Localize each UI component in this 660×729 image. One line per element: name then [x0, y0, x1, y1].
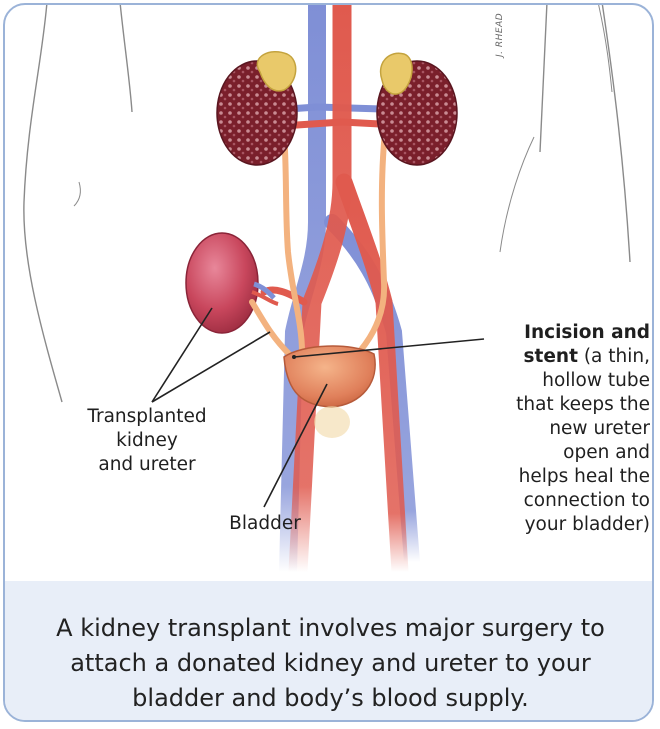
incision-stent-label: Incision and stent (a thin, hollow tube … [460, 321, 650, 537]
bladder-label: Bladder [210, 512, 320, 536]
artist-signature: J. RHEAD [495, 13, 505, 57]
incision-stent-title-line2: stent [524, 346, 578, 367]
anatomy-illustration: Transplanted kidney and ureter Bladder I… [5, 5, 654, 581]
caption-text: A kidney transplant involves major surge… [45, 611, 616, 716]
caption-band: A kidney transplant involves major surge… [5, 581, 654, 722]
transplanted-kidney-label: Transplanted kidney and ureter [57, 405, 237, 477]
incision-stent-title-line1: Incision and [524, 322, 650, 343]
native-kidney-left [377, 53, 457, 165]
native-kidney-right [217, 52, 297, 165]
figure-card: Transplanted kidney and ureter Bladder I… [3, 3, 654, 722]
transplanted-kidney [186, 233, 290, 355]
